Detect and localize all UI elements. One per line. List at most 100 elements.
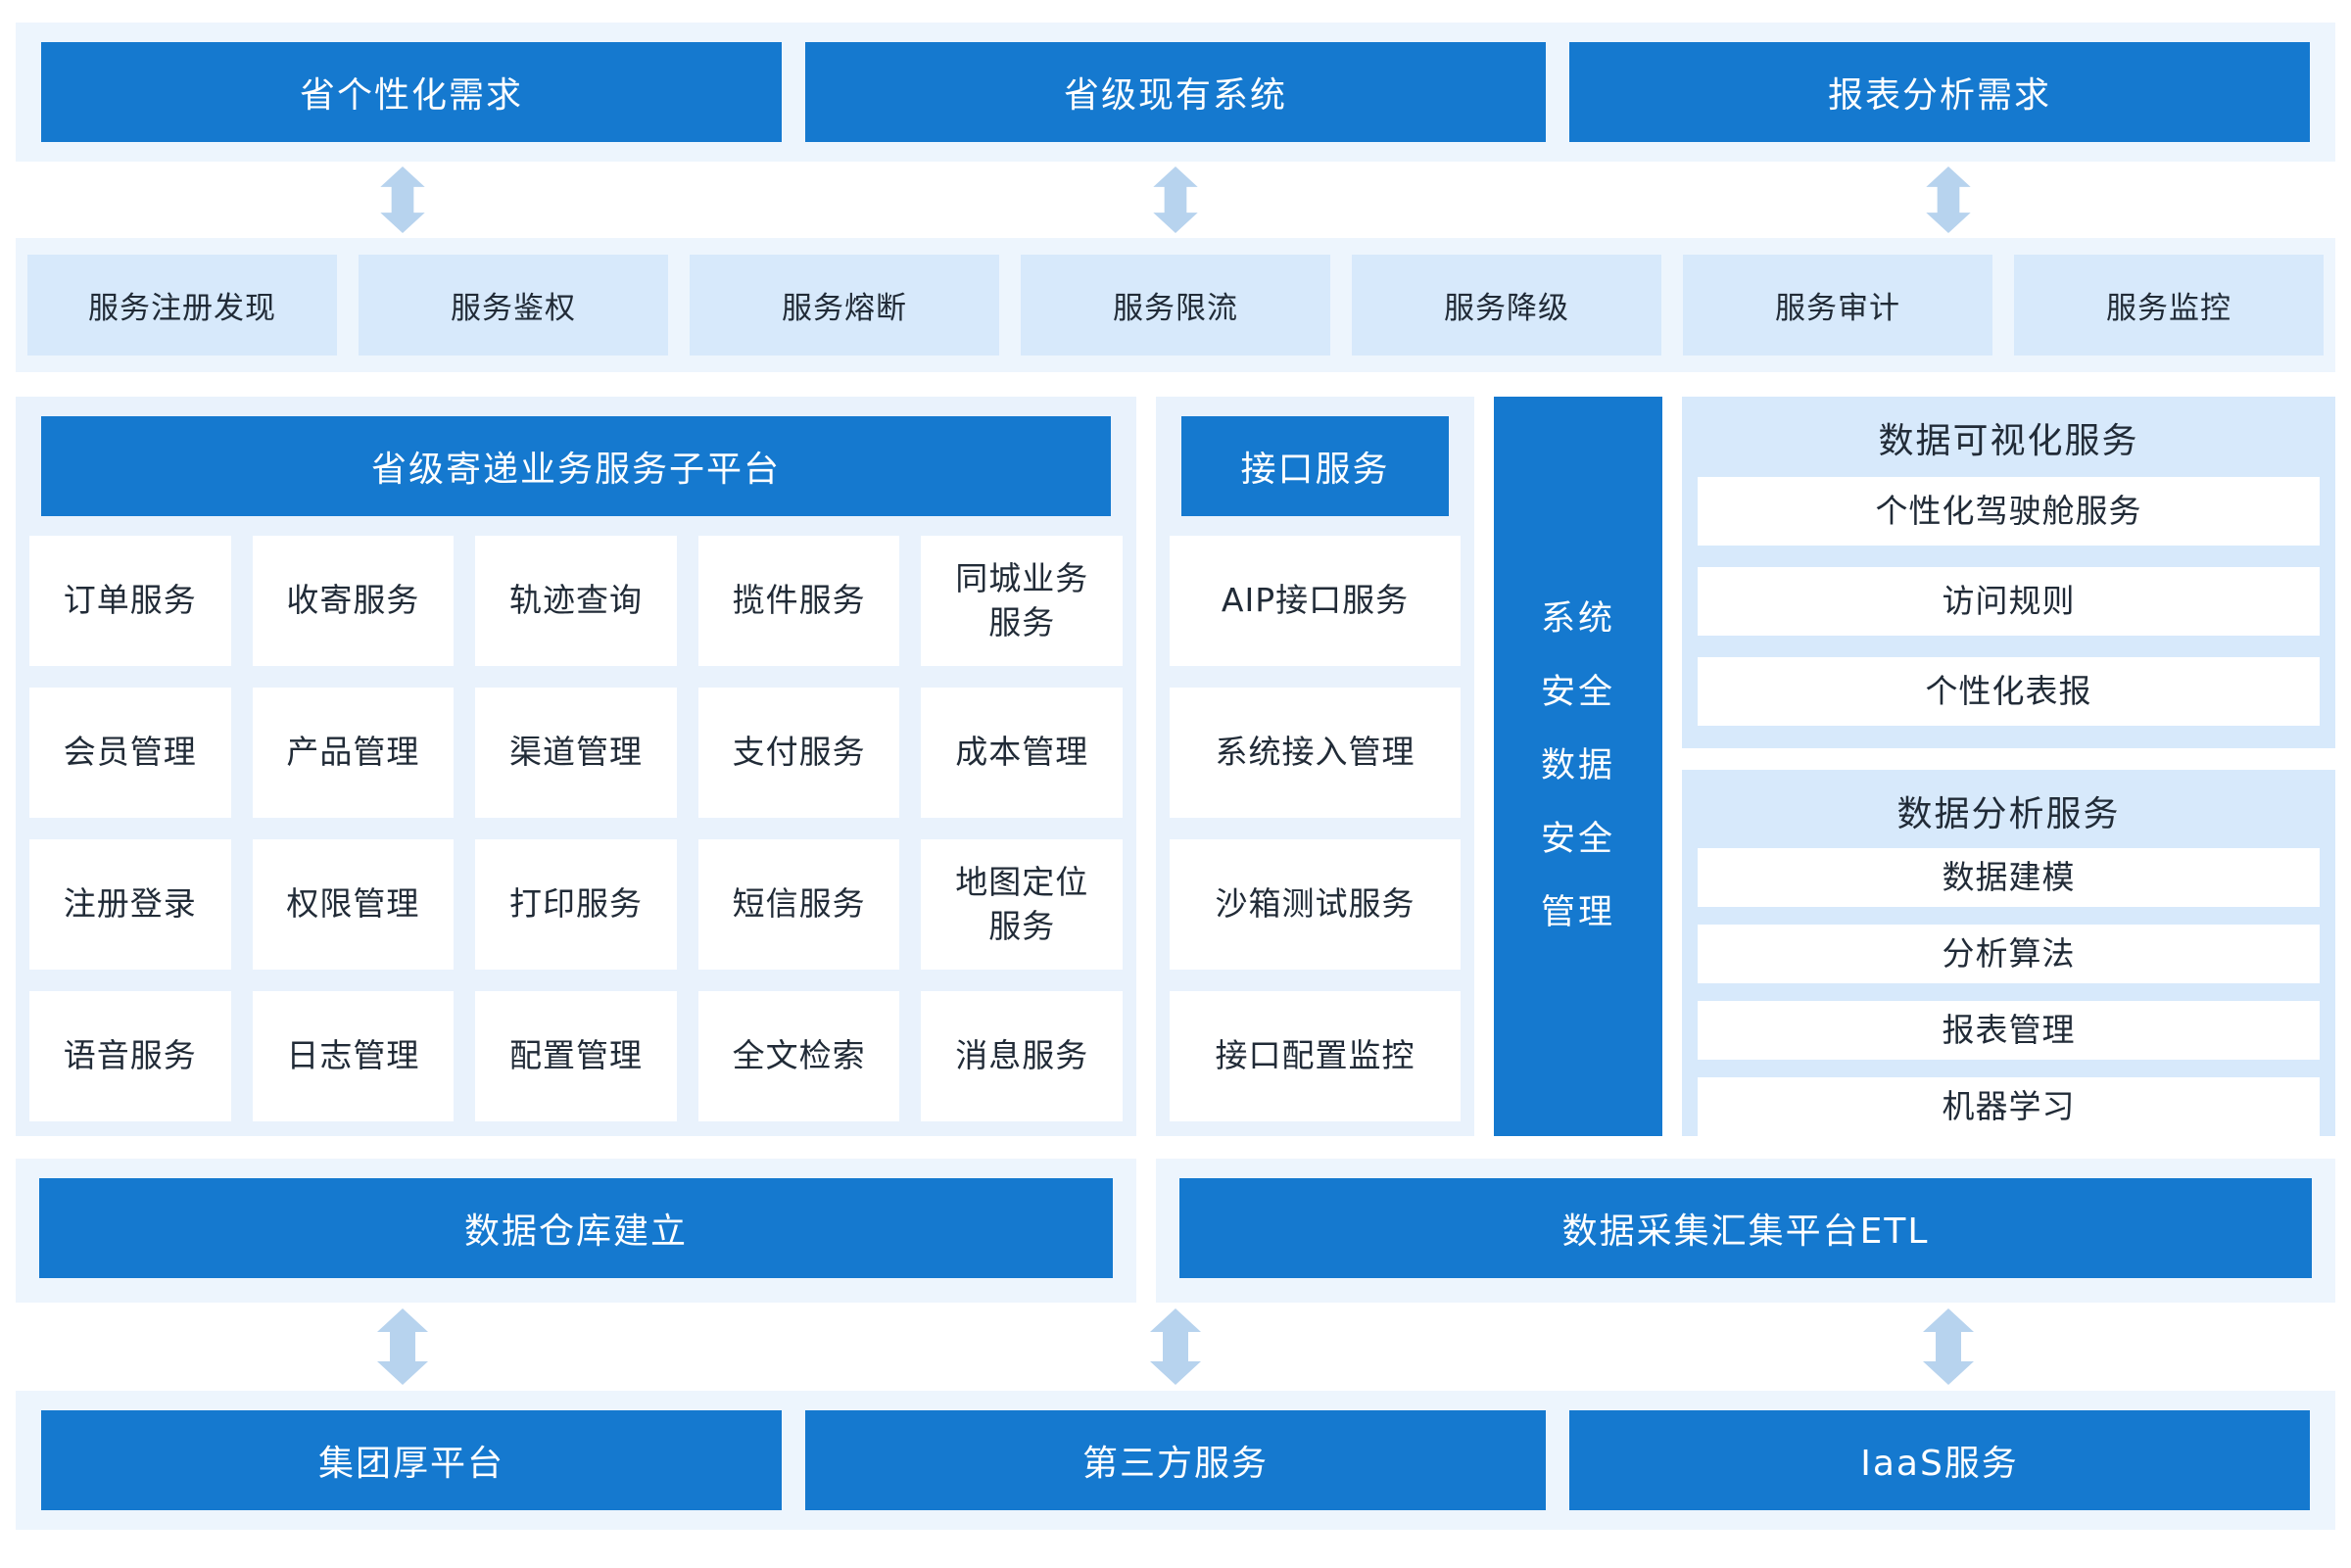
delivery-platform-header: 省级寄递业务服务子平台	[41, 416, 1111, 516]
gateway-service-chip: 服务注册发现	[27, 255, 337, 356]
delivery-service-label: 注册登录	[63, 884, 197, 924]
delivery-service-label: 订单服务	[63, 581, 197, 620]
delivery-service-label: 同城业务服务	[955, 558, 1089, 641]
gateway-service-chip: 服务审计	[1683, 255, 1992, 356]
gateway-service-label: 服务监控	[2106, 291, 2231, 326]
top-requirement-box: 省个性化需求	[41, 42, 782, 142]
double-arrow-icon	[1923, 1308, 1975, 1385]
analysis-panel: 数据分析服务 数据建模 分析算法 报表管理 机器学	[1682, 770, 2335, 1136]
infrastructure-label: IaaS服务	[1860, 1444, 2019, 1484]
security-management-line: 数据	[1540, 746, 1615, 785]
delivery-service-label: 短信服务	[732, 884, 866, 924]
interface-service-cell: AIP接口服务	[1170, 536, 1461, 666]
bottom-arrow-row	[16, 1303, 2335, 1391]
delivery-service-cell: 揽件服务	[697, 536, 900, 666]
double-arrow-icon	[1926, 166, 1971, 233]
double-arrow-icon	[376, 1308, 428, 1385]
security-management-line: 安全	[1540, 673, 1615, 712]
delivery-service-cell: 消息服务	[921, 991, 1123, 1121]
warehouse-bar-label: 数据仓库建立	[463, 1212, 688, 1252]
visualization-item-label: 个性化表报	[1925, 671, 2092, 710]
delivery-service-cell: 同城业务服务	[921, 536, 1123, 666]
interface-service-label: AIP接口服务	[1221, 581, 1410, 620]
top-arrow-row	[16, 162, 2335, 238]
delivery-service-label: 渠道管理	[508, 733, 643, 772]
interface-service-label: 沙箱测试服务	[1215, 884, 1415, 924]
delivery-service-cell: 语音服务	[29, 991, 231, 1121]
delivery-service-label: 成本管理	[955, 733, 1089, 772]
warehouse-bar-panel: 数据仓库建立	[16, 1159, 1136, 1303]
top-requirement-box: 报表分析需求	[1569, 42, 2310, 142]
delivery-platform-title: 省级寄递业务服务子平台	[370, 450, 781, 490]
gateway-service-chip: 服务鉴权	[359, 255, 668, 356]
visualization-panel: 数据可视化服务 个性化驾驶舱服务 访问规则 个性化表报	[1682, 397, 2335, 748]
delivery-service-label: 轨迹查询	[508, 581, 643, 620]
visualization-item: 个性化表报	[1698, 657, 2320, 726]
data-services-column: 数据可视化服务 个性化驾驶舱服务 访问规则 个性化表报 数据分	[1682, 397, 2335, 1136]
delivery-service-cell: 日志管理	[252, 991, 455, 1121]
etl-bar-label: 数据采集汇集平台ETL	[1561, 1212, 1930, 1252]
gateway-service-label: 服务注册发现	[88, 291, 276, 326]
analysis-item: 机器学习	[1698, 1077, 2320, 1136]
service-gateway-band: 服务注册发现 服务鉴权 服务熔断 服务限流 服务降级 服务审计 服务监控	[16, 238, 2335, 372]
infrastructure-label: 集团厚平台	[317, 1444, 504, 1484]
visualization-panel-title: 数据可视化服务	[1878, 421, 2139, 461]
warehouse-bar: 数据仓库建立	[39, 1178, 1113, 1278]
analysis-item-label: 机器学习	[1942, 1086, 2076, 1125]
data-bars-row: 数据仓库建立 数据采集汇集平台ETL	[16, 1159, 2335, 1303]
delivery-service-cell: 打印服务	[475, 839, 677, 970]
visualization-item: 访问规则	[1698, 567, 2320, 636]
delivery-service-cell: 权限管理	[252, 839, 455, 970]
top-requirement-label: 省级现有系统	[1063, 75, 1287, 116]
delivery-service-label: 消息服务	[955, 1036, 1089, 1075]
delivery-service-cell: 地图定位服务	[921, 839, 1123, 970]
infrastructure-box: 第三方服务	[805, 1410, 1546, 1510]
infrastructure-box: IaaS服务	[1569, 1410, 2310, 1510]
visualization-item-label: 访问规则	[1942, 581, 2076, 620]
delivery-service-label: 打印服务	[508, 884, 643, 924]
interface-service-label: 系统接入管理	[1215, 733, 1415, 772]
gateway-service-chip: 服务熔断	[690, 255, 999, 356]
interface-service-list: AIP接口服务 系统接入管理 沙箱测试服务 接口配置监控	[1170, 536, 1461, 1121]
delivery-platform-panel: 省级寄递业务服务子平台 订单服务 收寄服务 轨迹查询 揽件服务	[16, 397, 1136, 1136]
visualization-item-list: 个性化驾驶舱服务 访问规则 个性化表报	[1698, 477, 2320, 726]
delivery-service-cell: 渠道管理	[475, 688, 677, 818]
delivery-service-cell: 全文检索	[697, 991, 900, 1121]
delivery-service-cell: 会员管理	[29, 688, 231, 818]
analysis-item: 数据建模	[1698, 848, 2320, 907]
double-arrow-icon	[1153, 166, 1198, 233]
interface-services-title: 接口服务	[1240, 450, 1390, 490]
gateway-service-label: 服务熔断	[782, 291, 907, 326]
security-management-line: 管理	[1540, 893, 1615, 932]
gateway-service-label: 服务降级	[1444, 291, 1569, 326]
etl-bar: 数据采集汇集平台ETL	[1179, 1178, 2312, 1278]
delivery-service-label: 会员管理	[63, 733, 197, 772]
bottom-infrastructure-band: 集团厚平台 第三方服务 IaaS服务	[16, 1391, 2335, 1530]
delivery-service-label: 揽件服务	[732, 581, 866, 620]
gateway-service-label: 服务限流	[1113, 291, 1238, 326]
analysis-item: 报表管理	[1698, 1001, 2320, 1060]
top-requirement-box: 省级现有系统	[805, 42, 1546, 142]
delivery-service-label: 收寄服务	[286, 581, 420, 620]
infrastructure-label: 第三方服务	[1081, 1444, 1269, 1484]
interface-service-cell: 沙箱测试服务	[1170, 839, 1461, 970]
interface-service-cell: 接口配置监控	[1170, 991, 1461, 1121]
analysis-item: 分析算法	[1698, 925, 2320, 983]
top-requirements-band: 省个性化需求 省级现有系统 报表分析需求	[16, 23, 2335, 162]
gateway-service-label: 服务鉴权	[451, 291, 576, 326]
analysis-item-label: 数据建模	[1942, 857, 2076, 896]
double-arrow-icon	[379, 166, 425, 233]
delivery-service-label: 支付服务	[732, 733, 866, 772]
gateway-service-chip: 服务限流	[1021, 255, 1330, 356]
delivery-service-label: 语音服务	[63, 1036, 197, 1075]
delivery-service-label: 地图定位服务	[955, 862, 1089, 945]
delivery-service-cell: 成本管理	[921, 688, 1123, 818]
delivery-service-cell: 支付服务	[697, 688, 900, 818]
security-management-line: 系统	[1540, 599, 1615, 639]
delivery-service-label: 日志管理	[286, 1036, 420, 1075]
security-management-line: 安全	[1540, 820, 1615, 859]
main-area: 省级寄递业务服务子平台 订单服务 收寄服务 轨迹查询 揽件服务	[16, 397, 2335, 1136]
delivery-service-label: 全文检索	[732, 1036, 866, 1075]
gateway-service-label: 服务审计	[1775, 291, 1900, 326]
interface-services-header: 接口服务	[1181, 416, 1449, 516]
